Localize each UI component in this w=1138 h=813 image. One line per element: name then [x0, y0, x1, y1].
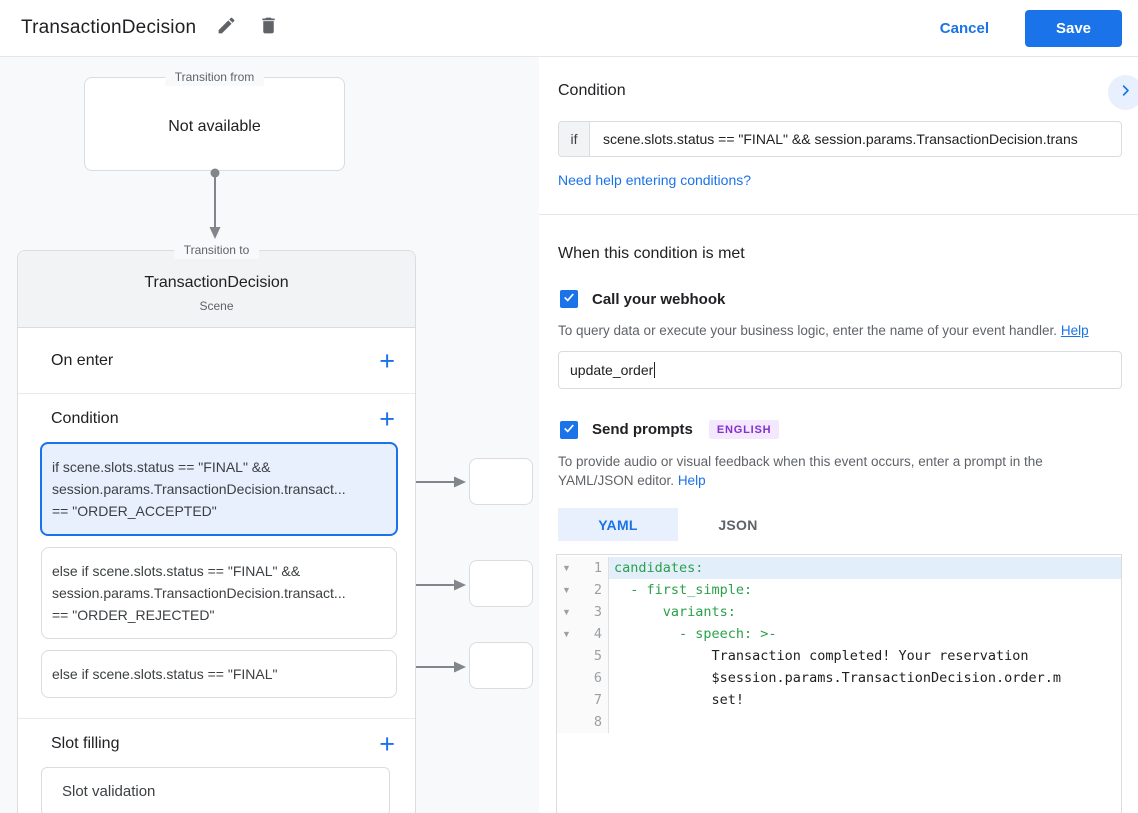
- code-text: $session.params.TransactionDecision.orde…: [614, 670, 1062, 686]
- condition-cards: if scene.slots.status == "FINAL" && sess…: [18, 442, 415, 698]
- check-icon: [563, 290, 575, 308]
- webhook-checkbox[interactable]: [560, 290, 578, 308]
- event-handler-input[interactable]: update_order: [558, 351, 1122, 389]
- condition-section-label: Condition: [51, 410, 119, 427]
- code-text: [609, 711, 1121, 733]
- transition-target-box[interactable]: [469, 560, 533, 607]
- code-text: variants:: [614, 604, 736, 620]
- transition-to-scene-card: Transition to TransactionDecision Scene …: [17, 242, 416, 813]
- condition-card[interactable]: if scene.slots.status == "FINAL" && sess…: [40, 442, 398, 536]
- main-area: Transition from Not available Transition: [0, 57, 1138, 813]
- section-divider: [539, 214, 1138, 215]
- prompts-description: To provide audio or visual feedback when…: [558, 452, 1120, 490]
- line-number: 5: [593, 648, 602, 664]
- yaml-editor-lines: ▼ 1 candidates: ▼ 2 - first_simple: ▼ 3 varian…: [557, 557, 1121, 733]
- trash-icon: [258, 15, 279, 41]
- editor-line[interactable]: ▼ 2 - first_simple:: [557, 579, 1121, 601]
- code-text: - first_simple:: [614, 582, 753, 598]
- scene-name: TransactionDecision: [144, 274, 289, 291]
- event-handler-value: update_order: [570, 362, 654, 378]
- condition-detail-panel: Condition if scene.slots.status == "FINA…: [539, 57, 1138, 813]
- line-number: 6: [593, 670, 602, 686]
- transition-from-box: Transition from Not available: [84, 69, 345, 171]
- code-text: Transaction completed! Your reservation: [614, 648, 1029, 664]
- condition-card[interactable]: else if scene.slots.status == "FINAL" &&…: [41, 547, 397, 639]
- scene-type-label: Scene: [199, 299, 234, 313]
- prompts-help-link[interactable]: Help: [677, 473, 706, 488]
- save-button[interactable]: Save: [1025, 9, 1122, 47]
- line-number: 2: [593, 582, 602, 598]
- add-condition-button[interactable]: +: [379, 404, 395, 434]
- edit-scene-button[interactable]: [214, 16, 238, 40]
- transition-target-box[interactable]: [469, 642, 533, 689]
- fold-triangle-icon[interactable]: ▼: [562, 607, 571, 617]
- condition-card[interactable]: else if scene.slots.status == "FINAL": [41, 650, 397, 698]
- add-slot-button[interactable]: +: [379, 729, 395, 759]
- top-bar: TransactionDecision Cancel Save: [0, 0, 1138, 57]
- on-enter-section: On enter +: [18, 328, 415, 394]
- transition-from-legend: Transition from: [164, 69, 265, 86]
- condition-expression-row: if scene.slots.status == "FINAL" && sess…: [558, 121, 1122, 157]
- line-number: 1: [593, 560, 602, 576]
- line-number: 8: [593, 714, 602, 730]
- prompts-checkbox[interactable]: [560, 420, 578, 439]
- webhook-label: Call your webhook: [592, 290, 726, 308]
- delete-scene-button[interactable]: [256, 16, 280, 40]
- line-number: 7: [593, 692, 602, 708]
- cancel-button[interactable]: Cancel: [939, 19, 989, 37]
- webhook-help-link[interactable]: Help: [1060, 323, 1089, 338]
- editor-line[interactable]: ▼ 3 variants:: [557, 601, 1121, 623]
- fold-triangle-icon[interactable]: ▼: [562, 585, 571, 595]
- transition-from-value: Not available: [168, 118, 261, 135]
- slot-validation-card[interactable]: Slot validation: [41, 767, 390, 813]
- fold-triangle-icon[interactable]: ▼: [562, 629, 571, 639]
- check-icon: [563, 421, 575, 439]
- panel-title: Condition: [558, 82, 626, 99]
- pencil-icon: [216, 15, 237, 41]
- condition-expression-input[interactable]: scene.slots.status == "FINAL" && session…: [603, 131, 1078, 147]
- editor-line[interactable]: ▼ 4 - speech: >-: [557, 623, 1121, 645]
- slot-filling-label: Slot filling: [51, 735, 120, 752]
- on-enter-label: On enter: [51, 351, 114, 369]
- code-text: candidates:: [609, 557, 1121, 579]
- conditions-help-link[interactable]: Need help entering conditions?: [558, 172, 752, 188]
- prompts-label: Send prompts: [592, 421, 693, 438]
- add-on-enter-button[interactable]: +: [379, 345, 395, 376]
- editor-line[interactable]: 6 $session.params.TransactionDecision.or…: [557, 667, 1121, 689]
- language-badge: ENGLISH: [708, 420, 780, 439]
- prompts-description-text: To provide audio or visual feedback when…: [558, 454, 1043, 488]
- webhook-checkbox-row: Call your webhook: [560, 290, 1138, 308]
- text-caret: [654, 362, 656, 378]
- code-text: - speech: >-: [614, 626, 777, 642]
- scene-header[interactable]: TransactionDecision Scene: [18, 251, 415, 328]
- if-prefix-label: if: [559, 122, 590, 156]
- transition-target-box[interactable]: [469, 458, 533, 505]
- slot-filling-section: Slot filling + Slot validation: [18, 719, 415, 813]
- scene-flow-diagram: Transition from Not available Transition: [0, 57, 539, 813]
- condition-section: Condition + if scene.slots.status == "FI…: [18, 394, 415, 719]
- editor-tabs: YAML JSON: [558, 508, 1138, 541]
- editor-line[interactable]: ▼ 1 candidates:: [557, 557, 1121, 579]
- collapse-panel-button[interactable]: [1108, 75, 1138, 110]
- prompts-checkbox-row: Send prompts ENGLISH: [560, 420, 1138, 439]
- tab-yaml[interactable]: YAML: [558, 508, 678, 541]
- when-met-title: When this condition is met: [558, 245, 745, 262]
- transition-to-legend: Transition to: [173, 242, 260, 259]
- chevron-right-icon: [1118, 83, 1133, 103]
- fold-triangle-icon[interactable]: ▼: [562, 563, 571, 573]
- editor-line[interactable]: 7 set!: [557, 689, 1121, 711]
- webhook-description: To query data or execute your business l…: [558, 321, 1120, 340]
- editor-line[interactable]: 8: [557, 711, 1121, 733]
- tab-json[interactable]: JSON: [718, 516, 758, 533]
- yaml-editor[interactable]: ▼ 1 candidates: ▼ 2 - first_simple: ▼ 3 varian…: [556, 554, 1122, 813]
- line-number: 4: [593, 626, 602, 642]
- editor-line[interactable]: 5 Transaction completed! Your reservatio…: [557, 645, 1121, 667]
- line-number: 3: [593, 604, 602, 620]
- webhook-description-text: To query data or execute your business l…: [558, 323, 1058, 338]
- code-text: set!: [614, 692, 745, 708]
- page-title: TransactionDecision: [21, 17, 197, 38]
